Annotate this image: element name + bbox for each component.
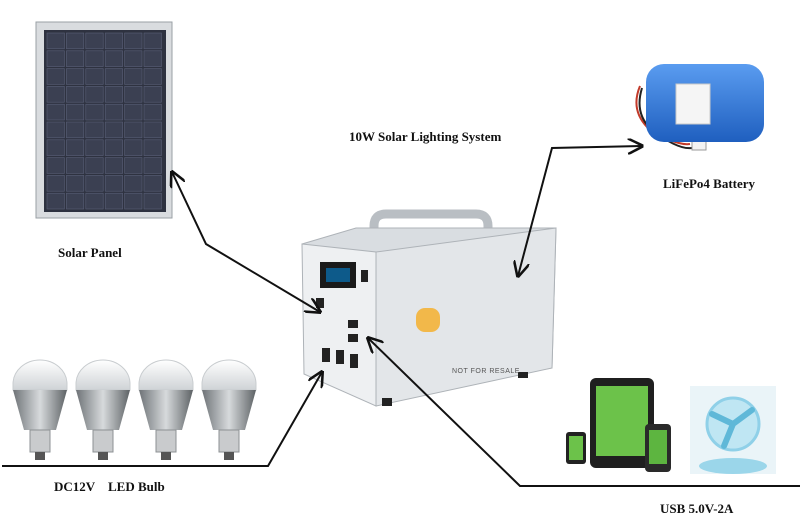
solar-cell xyxy=(104,175,123,192)
solar-cell xyxy=(143,32,162,50)
solar-cell xyxy=(124,86,143,103)
solar-cell xyxy=(66,175,85,192)
solar-cell xyxy=(46,192,65,210)
solar-cell xyxy=(85,68,104,85)
unit-stamp: NOT FOR RESALE xyxy=(452,368,520,375)
solar-cell xyxy=(85,192,104,210)
solar-cell xyxy=(66,121,85,139)
solar-cell xyxy=(124,32,143,50)
solar-cell xyxy=(46,86,65,103)
solar-cell xyxy=(85,157,104,174)
battery-label: LiFePo4 Battery xyxy=(663,176,756,191)
solar-cell xyxy=(143,121,162,139)
bulb-connector-arrow xyxy=(2,372,322,467)
solar-cell xyxy=(143,139,162,156)
solar-cell xyxy=(143,86,162,103)
solar-cell xyxy=(143,103,162,121)
solar-cell xyxy=(66,192,85,210)
usb-connector-arrow xyxy=(368,338,800,487)
solar-cell xyxy=(85,103,104,121)
solar-cell xyxy=(46,103,65,121)
solar-cell xyxy=(104,192,123,210)
battery-connector-arrow xyxy=(518,146,642,276)
solar-cell xyxy=(66,139,85,156)
solar-cell xyxy=(46,157,65,174)
solar-cell xyxy=(66,68,85,85)
solar-cell xyxy=(46,175,65,192)
solar-panel-label: Solar Panel xyxy=(58,245,122,260)
solar-cell xyxy=(85,121,104,139)
solar-cell xyxy=(66,103,85,121)
solar-cell xyxy=(124,68,143,85)
solar-cell xyxy=(104,68,123,85)
led-bulb xyxy=(12,359,68,460)
solar-cell xyxy=(66,32,85,50)
solar-panel-image xyxy=(35,21,173,219)
led-bulbs-image xyxy=(12,359,257,460)
usb-label: USB 5.0V-2A xyxy=(660,501,734,516)
battery-image xyxy=(635,64,764,151)
solar-cell xyxy=(104,139,123,156)
solar-cell xyxy=(104,32,123,50)
solar-connector-arrow xyxy=(172,172,320,312)
solar-cell xyxy=(124,139,143,156)
solar-cell xyxy=(66,50,85,67)
solar-cell xyxy=(143,192,162,210)
solar-cell xyxy=(124,175,143,192)
solar-cell xyxy=(104,121,123,139)
solar-cell xyxy=(46,32,65,50)
devices-image xyxy=(566,378,776,474)
solar-cell xyxy=(46,139,65,156)
led-bulb xyxy=(201,359,257,460)
bulb-voltage-label: DC12V xyxy=(54,479,96,494)
solar-cell xyxy=(124,157,143,174)
main-unit-image xyxy=(301,209,557,407)
solar-cell xyxy=(143,175,162,192)
solar-cell xyxy=(104,157,123,174)
bulb-name-label: LED Bulb xyxy=(108,479,165,494)
solar-cell xyxy=(66,157,85,174)
solar-cell xyxy=(143,68,162,85)
solar-cell xyxy=(46,121,65,139)
solar-cell xyxy=(85,139,104,156)
solar-cell xyxy=(104,86,123,103)
solar-cell xyxy=(66,86,85,103)
solar-cell xyxy=(124,192,143,210)
solar-cell xyxy=(46,68,65,85)
solar-cell xyxy=(143,157,162,174)
solar-cell xyxy=(104,50,123,67)
solar-cell xyxy=(124,103,143,121)
diagram-title: 10W Solar Lighting System xyxy=(349,129,502,144)
solar-cell xyxy=(85,50,104,67)
solar-cell xyxy=(143,50,162,67)
solar-cell xyxy=(46,50,65,67)
solar-cell xyxy=(124,121,143,139)
solar-cell xyxy=(85,175,104,192)
connector-lines xyxy=(2,146,800,487)
solar-cell xyxy=(104,103,123,121)
solar-cell xyxy=(124,50,143,67)
solar-cell xyxy=(85,86,104,103)
led-bulb xyxy=(138,359,194,460)
solar-cell xyxy=(85,32,104,50)
led-bulb xyxy=(75,359,131,460)
